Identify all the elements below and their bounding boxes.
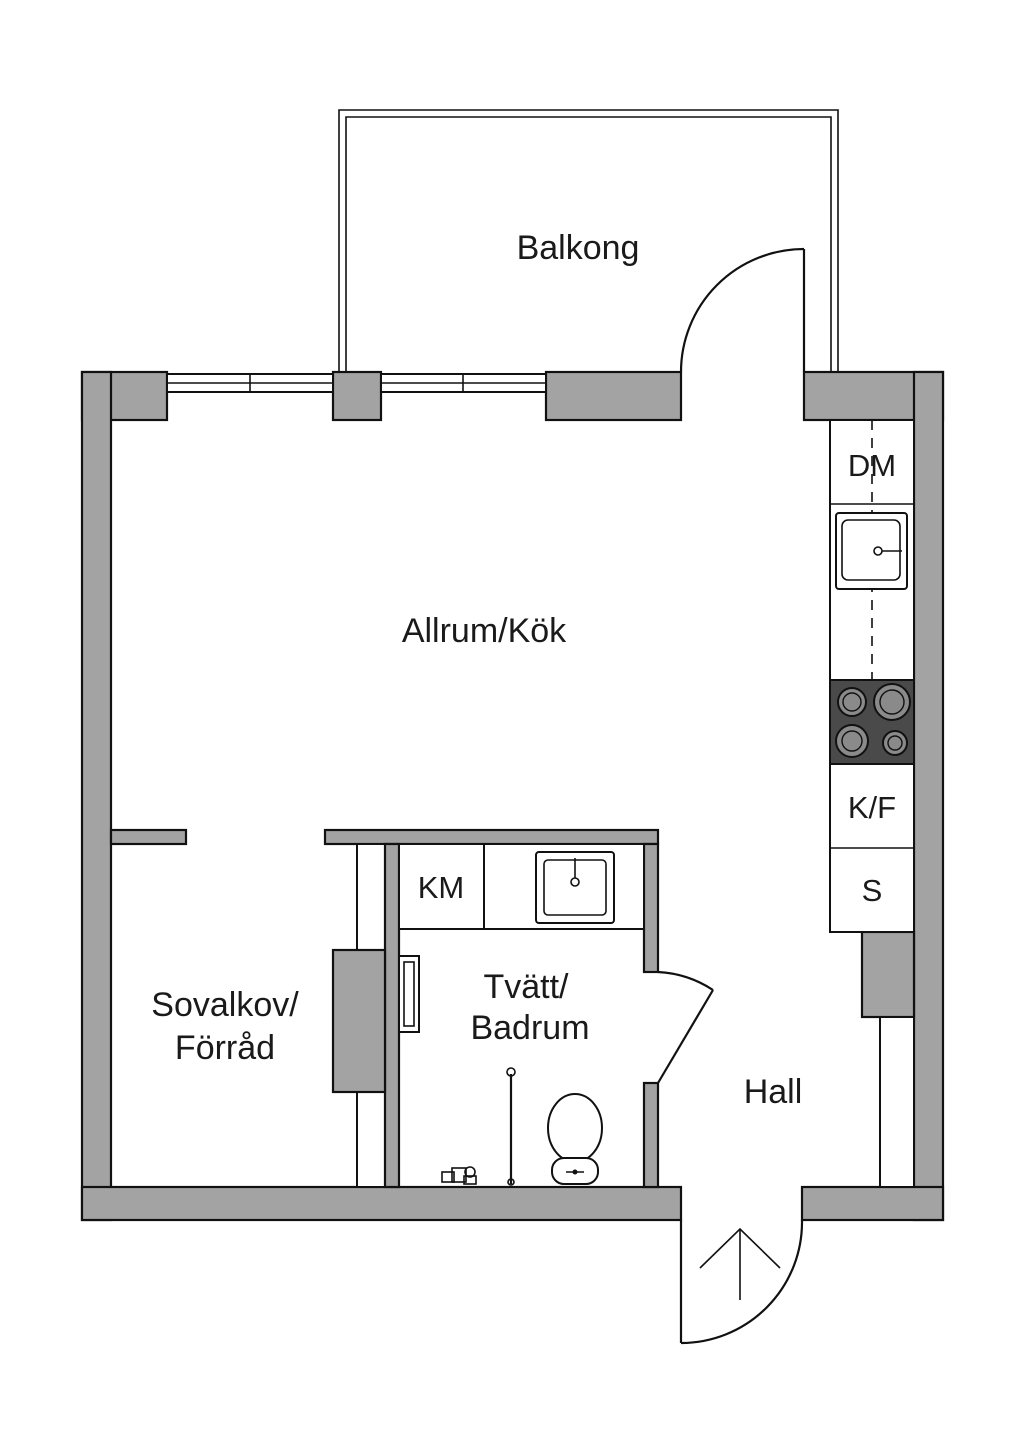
toilet-icon [547, 1093, 603, 1185]
storage-label: S [862, 873, 883, 908]
exterior-walls [80, 370, 945, 1222]
bathroom-door [657, 970, 714, 1084]
window-right [380, 373, 547, 393]
entrance-arrow-icon [699, 1227, 781, 1300]
hall-label: Hall [744, 1073, 803, 1111]
stove-icon [829, 679, 915, 765]
sleeping-alcove-label-line1: Sovalkov/ [151, 986, 299, 1024]
kitchen-sink-icon [835, 512, 908, 590]
interior-walls [109, 828, 916, 1189]
shelf [398, 955, 420, 1033]
laundry-bath-label-line2: Badrum [470, 1009, 589, 1047]
window-left [166, 373, 334, 393]
balcony [338, 109, 839, 372]
balcony-door [679, 247, 806, 373]
shower-icon [506, 1067, 516, 1186]
living-kitchen-label: Allrum/Kök [402, 612, 567, 650]
kitchen-counter [829, 419, 915, 933]
floor-drain-icon [441, 1166, 477, 1185]
balcony-label: Balkong [517, 229, 640, 267]
laundry-bath-label-line1: Tvätt/ [483, 968, 569, 1006]
bathroom-sink-icon [535, 851, 615, 924]
sleeping-alcove-label-line2: Förråd [175, 1029, 275, 1067]
washing-machine [398, 843, 485, 930]
washing-machine-label: KM [418, 870, 465, 905]
entrance-door [679, 1219, 804, 1345]
fridge-freezer-label: K/F [848, 790, 896, 825]
dishwasher-label: DM [848, 448, 896, 483]
